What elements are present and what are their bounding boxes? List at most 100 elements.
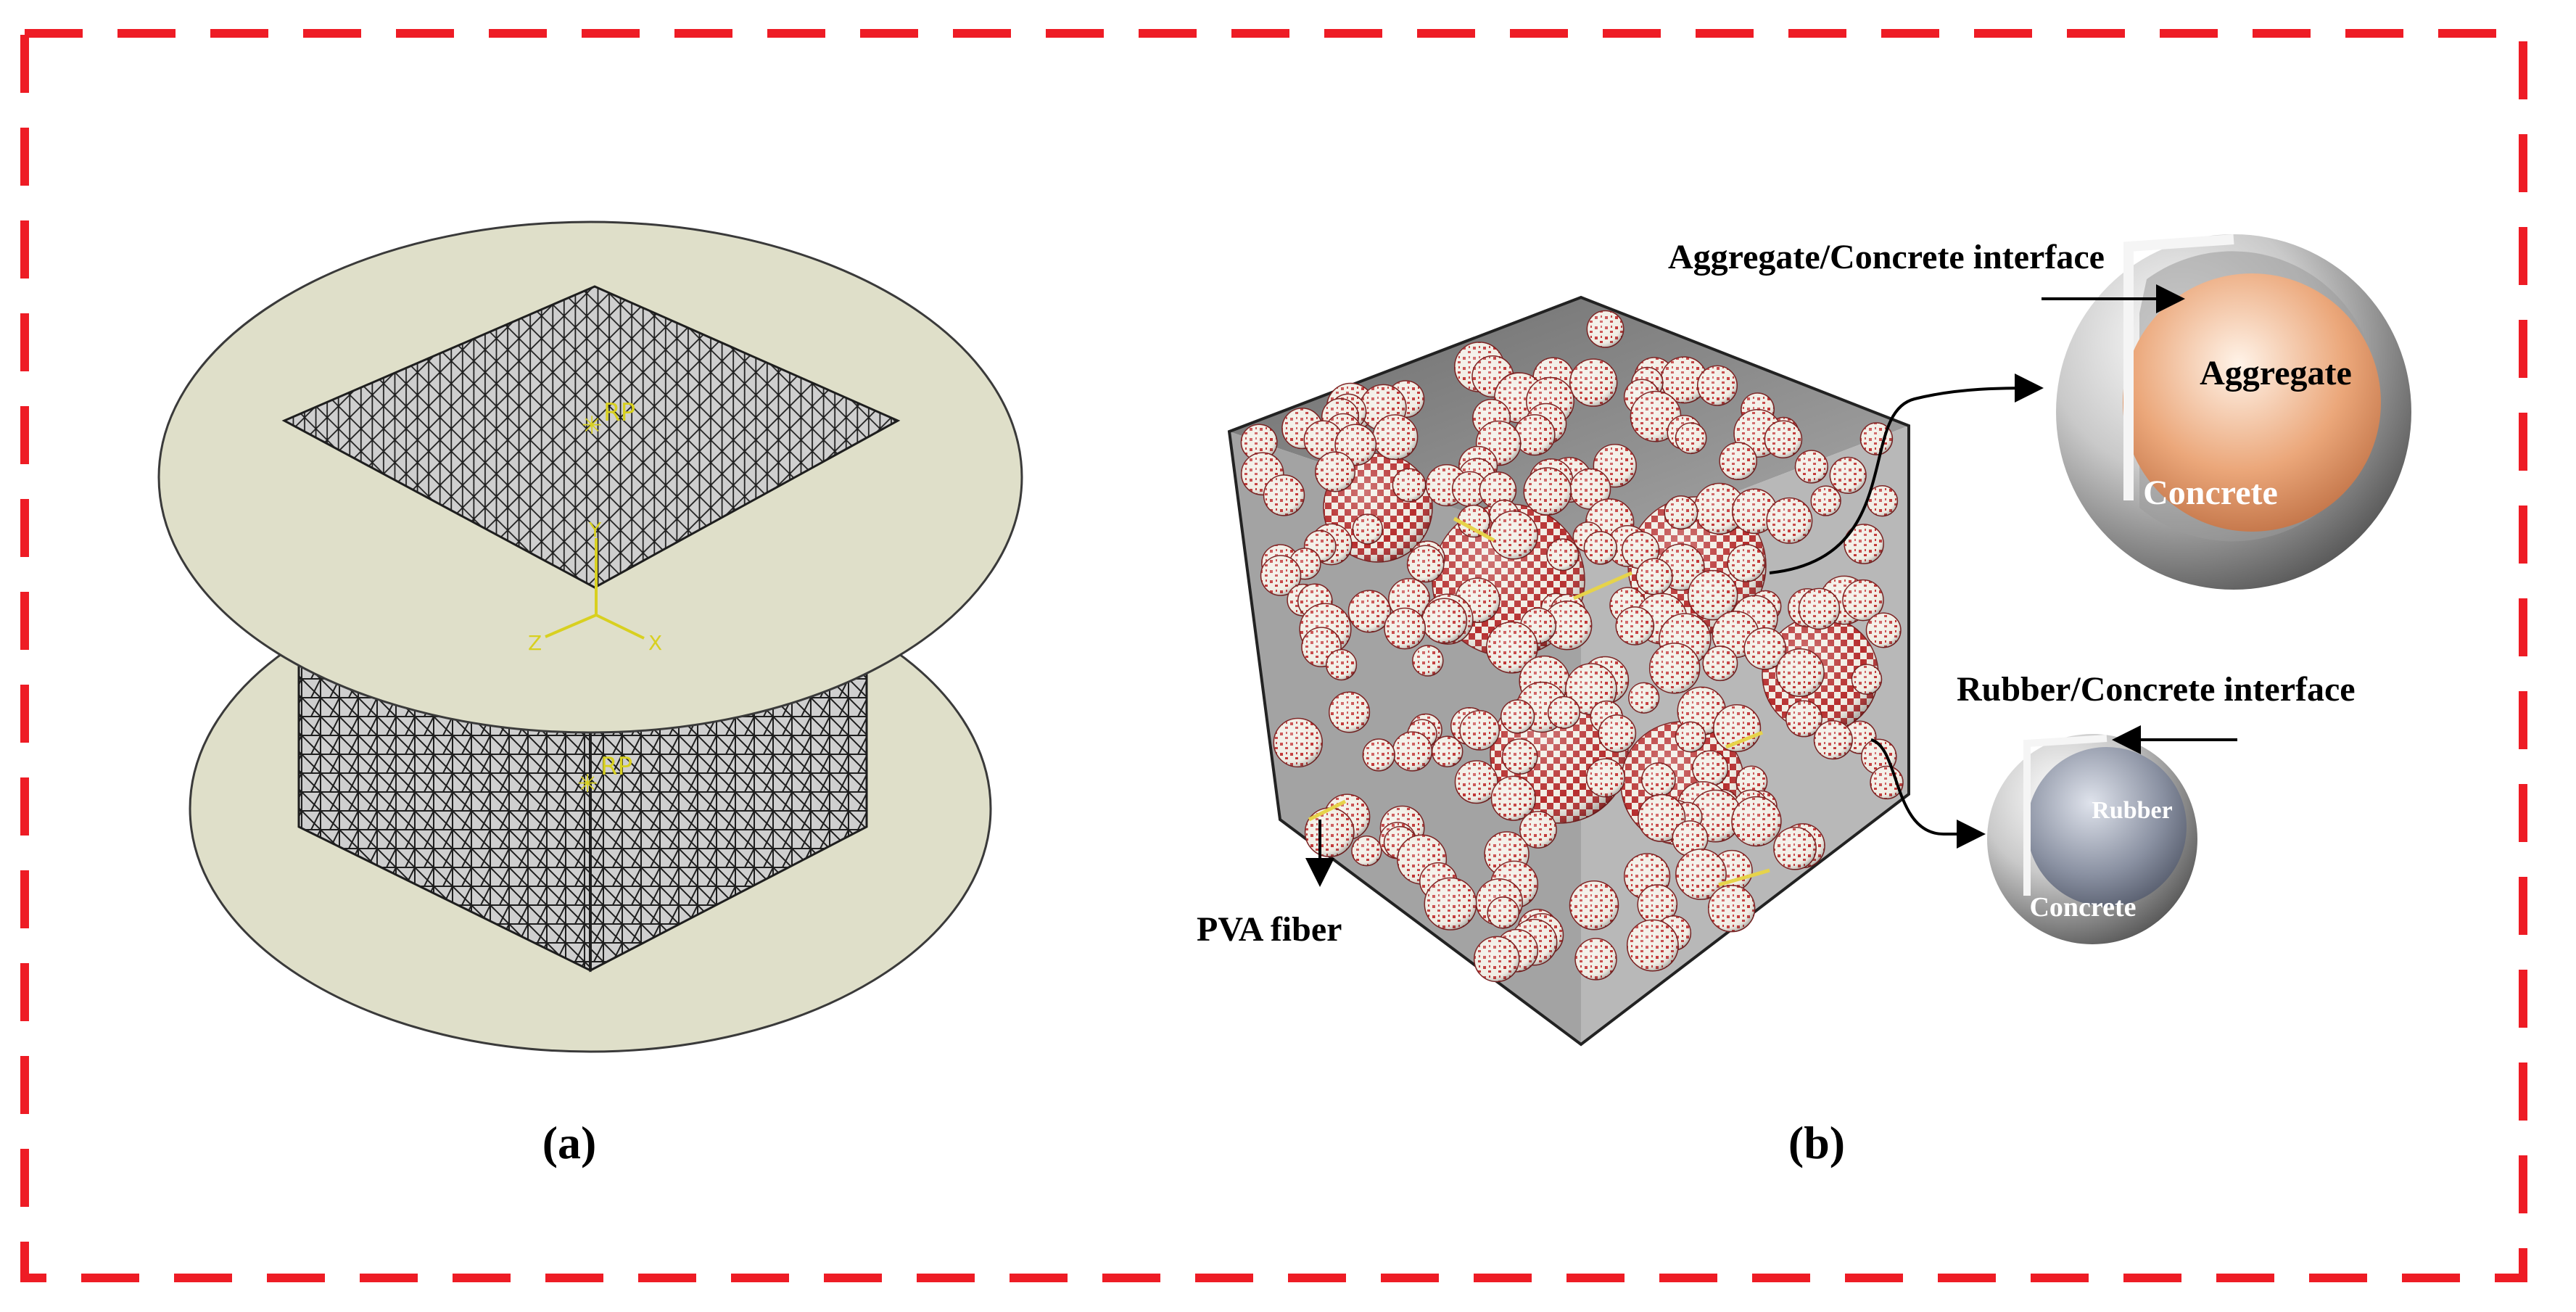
particle-shade	[1776, 648, 1825, 697]
particle-shade	[1628, 682, 1659, 714]
particle-shade	[1638, 885, 1677, 925]
particle-shade	[1304, 421, 1343, 459]
particle-shade	[1773, 827, 1817, 870]
aggregate-label: Aggregate	[2200, 354, 2352, 392]
particle-shade	[1587, 310, 1624, 347]
particle-shade	[1664, 495, 1698, 529]
particle-shade	[1860, 423, 1893, 455]
particle-shade	[1736, 766, 1767, 797]
particle-shade	[1424, 878, 1477, 931]
particle-shade	[1764, 421, 1802, 458]
particle-shade	[1799, 588, 1840, 630]
particle-shade	[1569, 880, 1619, 930]
panel-a-model: ✳ RP ✳ RP Y X Z	[157, 220, 1023, 1053]
particle-shade	[1474, 936, 1519, 982]
particle-shade	[1586, 759, 1625, 797]
particle-shade	[1584, 531, 1617, 564]
particle-field	[1240, 310, 1904, 983]
rp-star-icon: ✳	[577, 770, 598, 799]
particle-shade	[1524, 468, 1572, 516]
axis-z-label: Z	[528, 631, 542, 655]
top-meshed-surface	[281, 285, 901, 589]
particle-shade	[1263, 474, 1305, 516]
particle-shade	[1867, 485, 1898, 516]
particle-shade	[1490, 511, 1538, 559]
rubber-concrete-label: Concrete	[2029, 892, 2136, 923]
particle-shade	[1458, 505, 1490, 537]
particle-shade	[1694, 483, 1746, 535]
particle-shade	[1697, 366, 1738, 405]
particle-shade	[1487, 896, 1519, 928]
particle-shade	[1351, 836, 1382, 866]
svg-text:RP: RP	[600, 752, 632, 781]
particle-shade	[1241, 424, 1277, 461]
particle-shade	[1486, 622, 1537, 673]
coordinate-axes-icon	[545, 538, 645, 640]
rubber-detail-sphere: Rubber Concrete	[1987, 734, 2197, 944]
particle-shade	[1708, 885, 1755, 932]
particle-shade	[1844, 524, 1884, 564]
particle-shade	[1720, 442, 1757, 480]
particle-shade	[1727, 544, 1765, 582]
particle-shade	[1373, 414, 1418, 460]
particle-shade	[1547, 539, 1579, 571]
particle-shade	[1569, 359, 1617, 407]
particle-shade	[1432, 736, 1463, 767]
particle-shade	[1675, 849, 1727, 900]
particle-shade	[1688, 570, 1738, 620]
particle-shade	[1500, 700, 1535, 733]
particle-shade	[1627, 920, 1679, 971]
particle-shade	[1649, 643, 1700, 693]
particle-shade	[1703, 646, 1738, 681]
particle-shade	[1348, 590, 1391, 632]
particle-shade	[1455, 761, 1498, 804]
particle-shade	[1452, 471, 1487, 507]
particle-shade	[1861, 739, 1896, 775]
particle-shade	[1329, 692, 1370, 733]
pva-fiber-label: PVA fiber	[1197, 910, 1342, 949]
box-outline	[1227, 295, 1910, 1047]
particle-shade	[1315, 452, 1355, 492]
particle-shade	[1502, 739, 1537, 775]
particle-shade	[1598, 714, 1636, 752]
particle-shade	[1795, 450, 1828, 483]
particle-shade	[1638, 794, 1685, 842]
particle-shade	[1675, 722, 1706, 752]
particle-shade	[1641, 762, 1676, 797]
particle-shade	[1692, 751, 1728, 786]
particle-shade	[1273, 718, 1323, 767]
particle-shade	[1744, 627, 1786, 669]
rubber-interface-label: Rubber/Concrete interface	[1957, 670, 2356, 709]
particle-shade	[1672, 820, 1708, 857]
rp-marker-top: ✳ RP	[582, 398, 635, 440]
particle-shade	[1866, 613, 1901, 648]
particle-shade	[1363, 739, 1395, 771]
particle-shade	[1675, 423, 1706, 454]
rubber-connector-arrow	[1870, 738, 1986, 849]
particle-shade	[1661, 357, 1707, 403]
particle-shade	[1460, 710, 1500, 751]
aggregate-concrete-label: Concrete	[2143, 474, 2278, 512]
particle-shade	[1548, 696, 1580, 729]
pva-fibers	[1308, 516, 1770, 887]
particle-shade	[1852, 664, 1882, 695]
aggregate-connector-arrow	[1769, 374, 2044, 574]
rp-star-icon: ✳	[582, 411, 603, 440]
axis-x-label: X	[648, 631, 662, 655]
caption-a: (a)	[542, 1117, 597, 1168]
caption-b: (b)	[1788, 1117, 1845, 1168]
particle-shade	[1479, 471, 1516, 508]
rubber-label: Rubber	[2092, 797, 2172, 824]
particle-shade	[1814, 720, 1853, 759]
panel-b-mesoscale-model	[1227, 295, 1910, 1047]
particle-shade	[1842, 579, 1883, 621]
particle-shade	[1636, 558, 1672, 595]
particle-shade	[1514, 414, 1555, 455]
rp-marker-front: ✳ RP	[577, 752, 632, 799]
particle-shade	[1392, 469, 1426, 502]
particle-shade	[1767, 498, 1812, 544]
particle-shade	[1491, 776, 1536, 821]
particle-shade	[1786, 701, 1822, 737]
particle-shade	[1412, 645, 1443, 677]
